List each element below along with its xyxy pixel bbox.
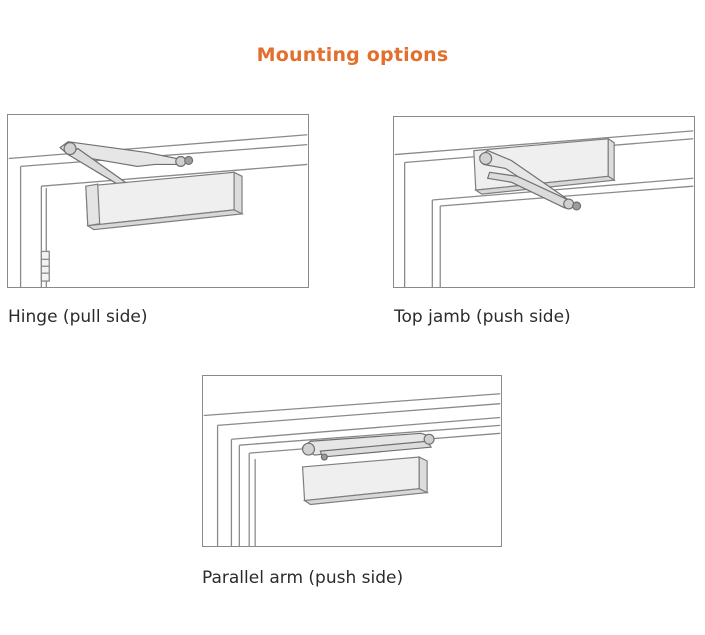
- page-title: Mounting options: [256, 44, 449, 66]
- hinge-pull-side-illustration: [7, 114, 309, 288]
- parallel-arm-push-side-caption: Parallel arm (push side): [202, 568, 404, 588]
- parallel-arm-push-side-illustration: [202, 375, 502, 547]
- top-jamb-push-side-caption: Top jamb (push side): [394, 307, 571, 327]
- top-jamb-push-side-illustration: [393, 116, 695, 288]
- hinge-pull-side-caption: Hinge (pull side): [8, 307, 148, 327]
